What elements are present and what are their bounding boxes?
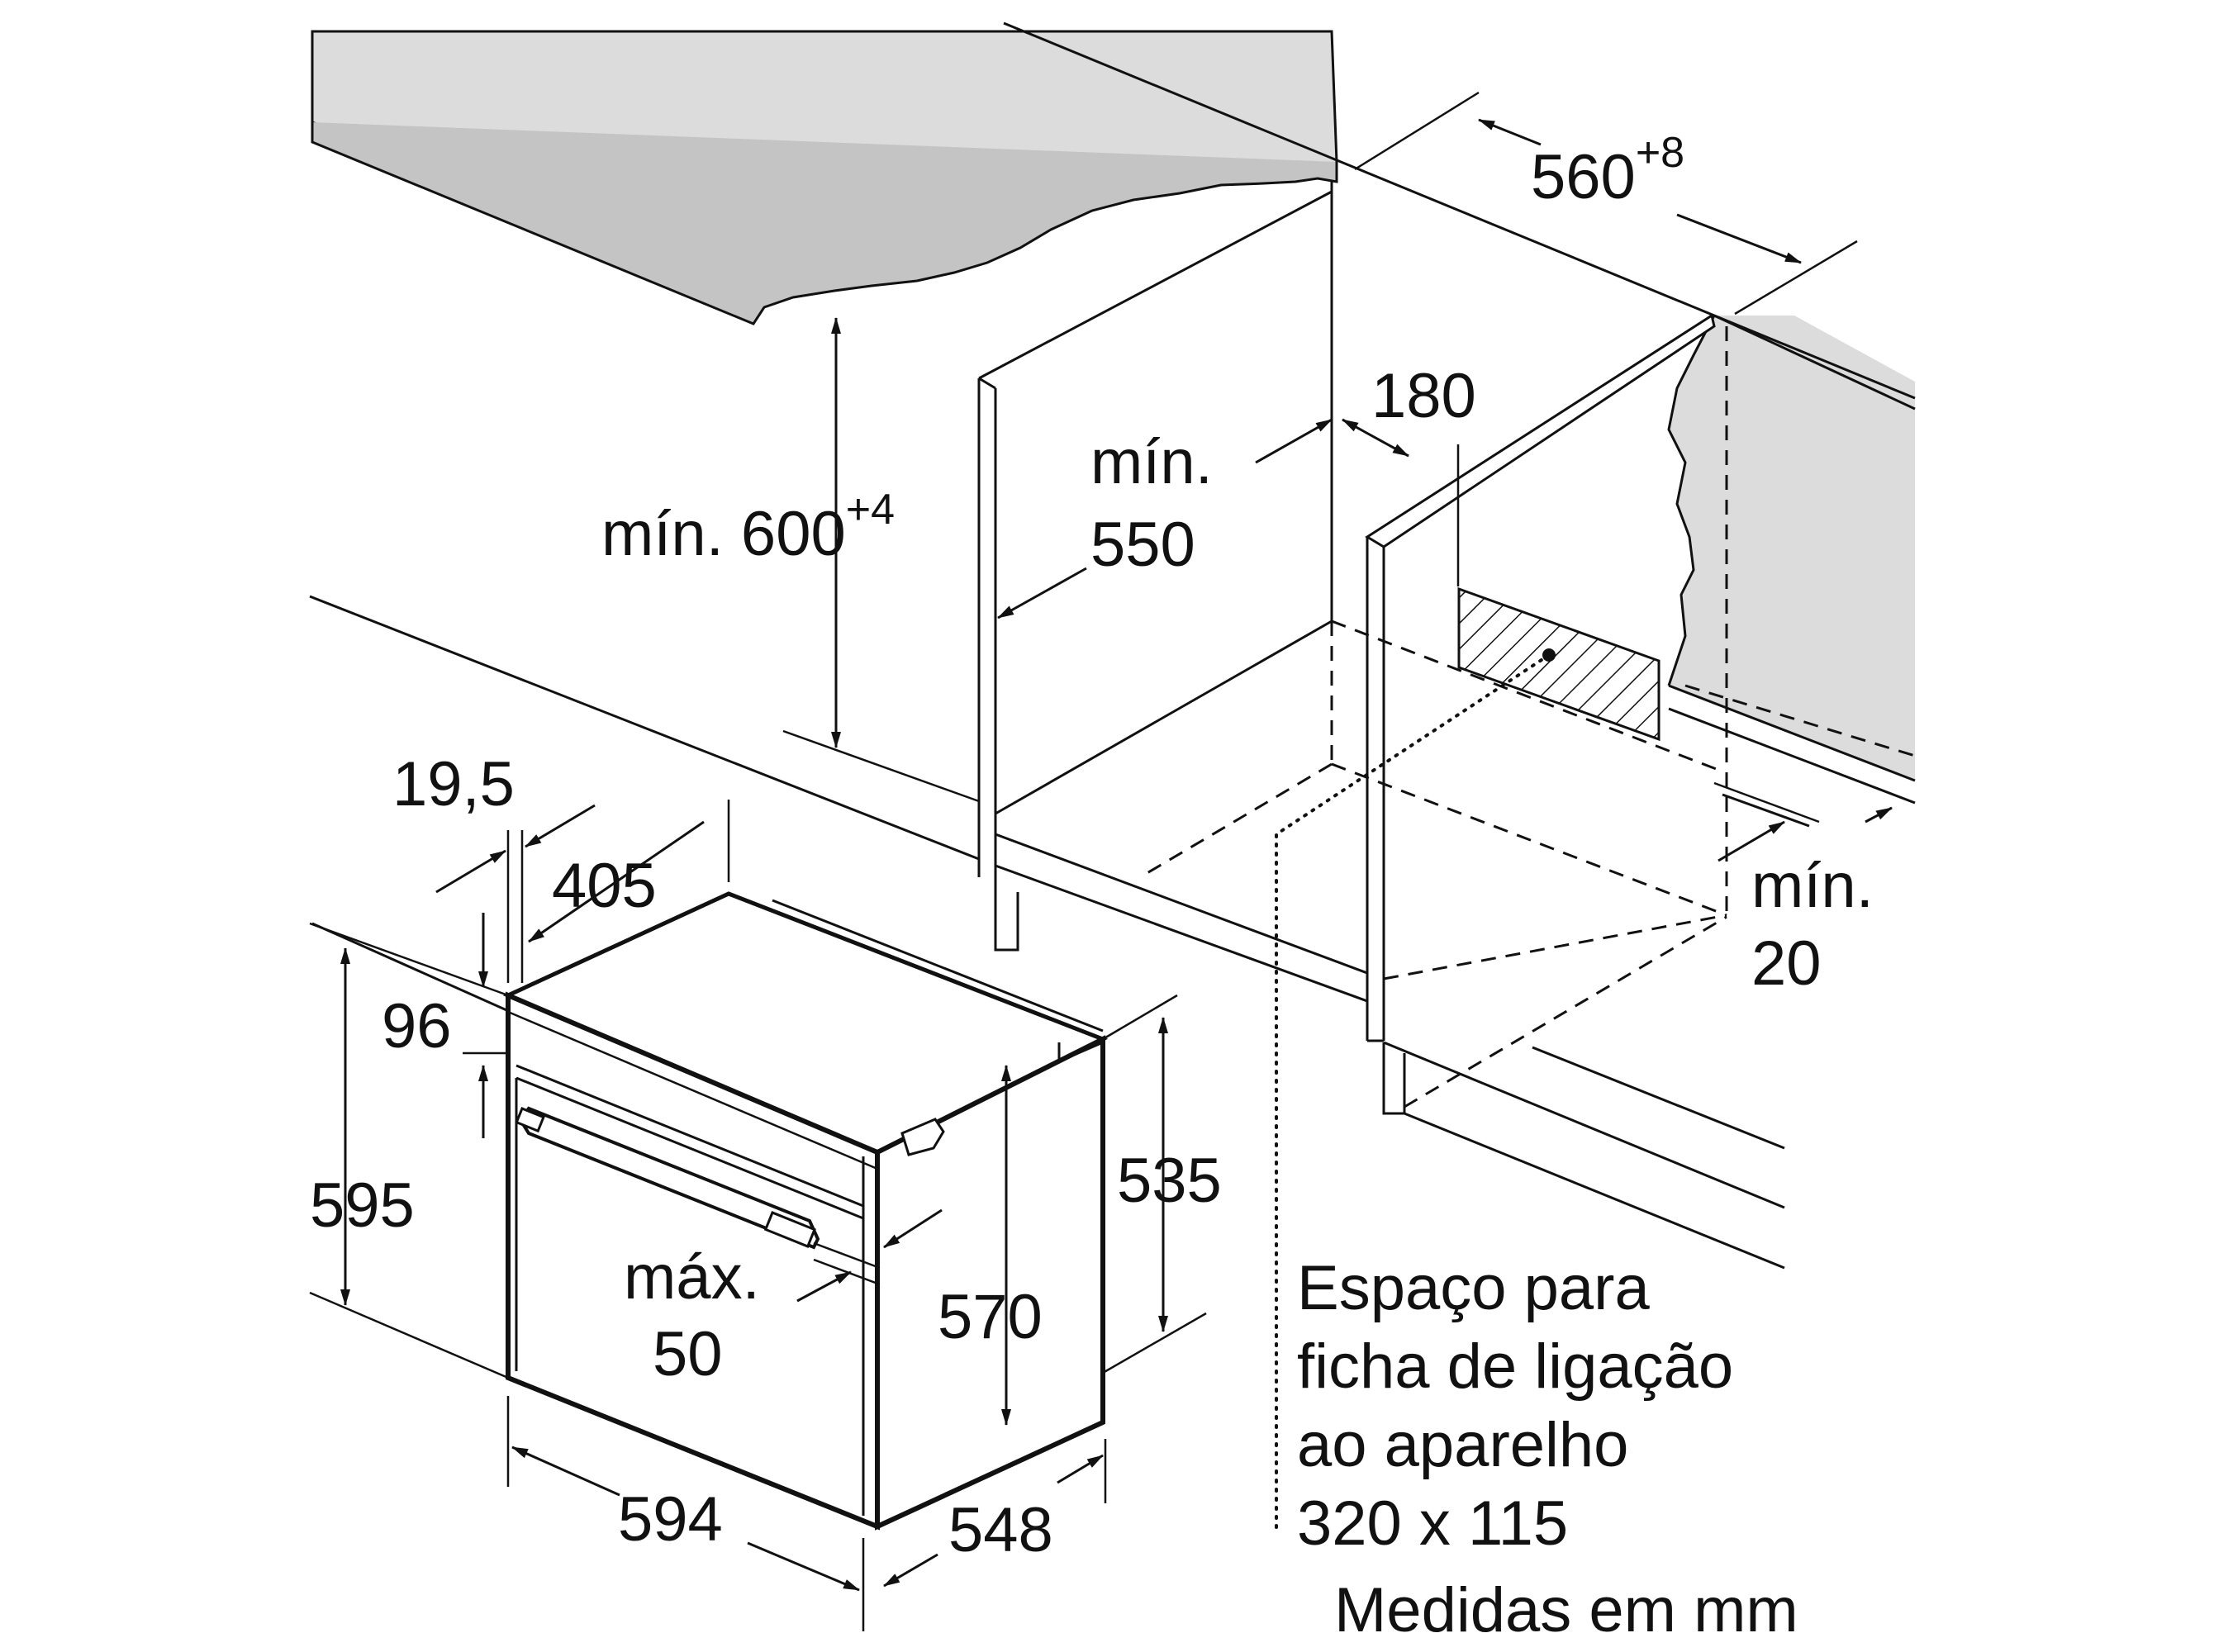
- label-depth-min-line1: mín.: [1090, 427, 1213, 497]
- socket-note: Espaço para ficha de ligação ao aparelho…: [1297, 1253, 1733, 1559]
- label-depth-min-line2: 550: [1090, 510, 1195, 580]
- socket-note-line3: ao aparelho: [1297, 1410, 1628, 1480]
- label-total-width: 594: [618, 1484, 723, 1555]
- socket-leader: [1275, 653, 1551, 1531]
- label-front-offset: 96: [382, 991, 452, 1061]
- dimension-lines: [309, 91, 1893, 1631]
- label-body-height: 570: [938, 1282, 1043, 1352]
- label-handle-line1: máx.: [624, 1242, 760, 1313]
- label-side-height: 535: [1117, 1146, 1222, 1216]
- socket-note-line2: ficha de ligação: [1297, 1332, 1733, 1402]
- label-panel-thickness: 19,5: [392, 749, 515, 819]
- oven: [502, 891, 1109, 1531]
- socket-note-line4: 320 x 115: [1297, 1488, 1568, 1559]
- worktop-right: [1667, 314, 1916, 805]
- label-top-depth: 405: [552, 851, 657, 921]
- label-handle-line2: 50: [653, 1319, 723, 1389]
- dimension-labels: mín. 600+4 560+8 mín. 550 180 mín. 20 19…: [310, 129, 1874, 1565]
- worktop-left: [311, 30, 1338, 325]
- socket-note-line1: Espaço para: [1297, 1253, 1650, 1323]
- units-note: Medidas em mm: [1334, 1575, 1798, 1645]
- socket-area: [1457, 586, 1660, 742]
- cabinet-niche: [309, 21, 1916, 1531]
- label-socket-offset: 180: [1371, 361, 1476, 431]
- label-gap-min-line1: mín.: [1751, 851, 1874, 921]
- label-gap-min-line2: 20: [1751, 928, 1822, 999]
- label-total-height: 595: [310, 1170, 415, 1241]
- label-cabinet-height: mín. 600+4: [601, 486, 895, 569]
- label-niche-width: 560+8: [1531, 129, 1684, 212]
- label-body-depth: 548: [948, 1495, 1053, 1565]
